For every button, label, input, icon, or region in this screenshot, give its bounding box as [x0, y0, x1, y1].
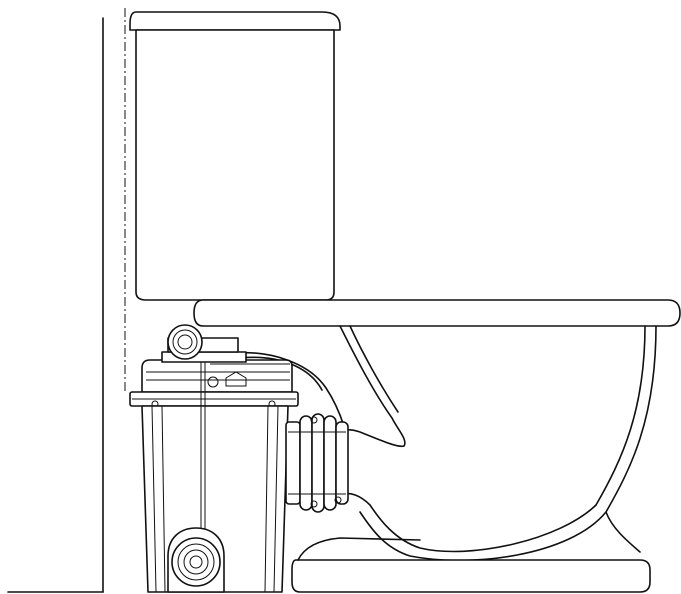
toilet-seat [193, 299, 681, 327]
bellows-connector [285, 413, 349, 513]
wall [7, 17, 104, 593]
toilet-bowl [225, 325, 657, 593]
vent-fitting [161, 324, 247, 363]
toilet-tank [129, 11, 341, 301]
discharge-outlet [167, 527, 225, 593]
